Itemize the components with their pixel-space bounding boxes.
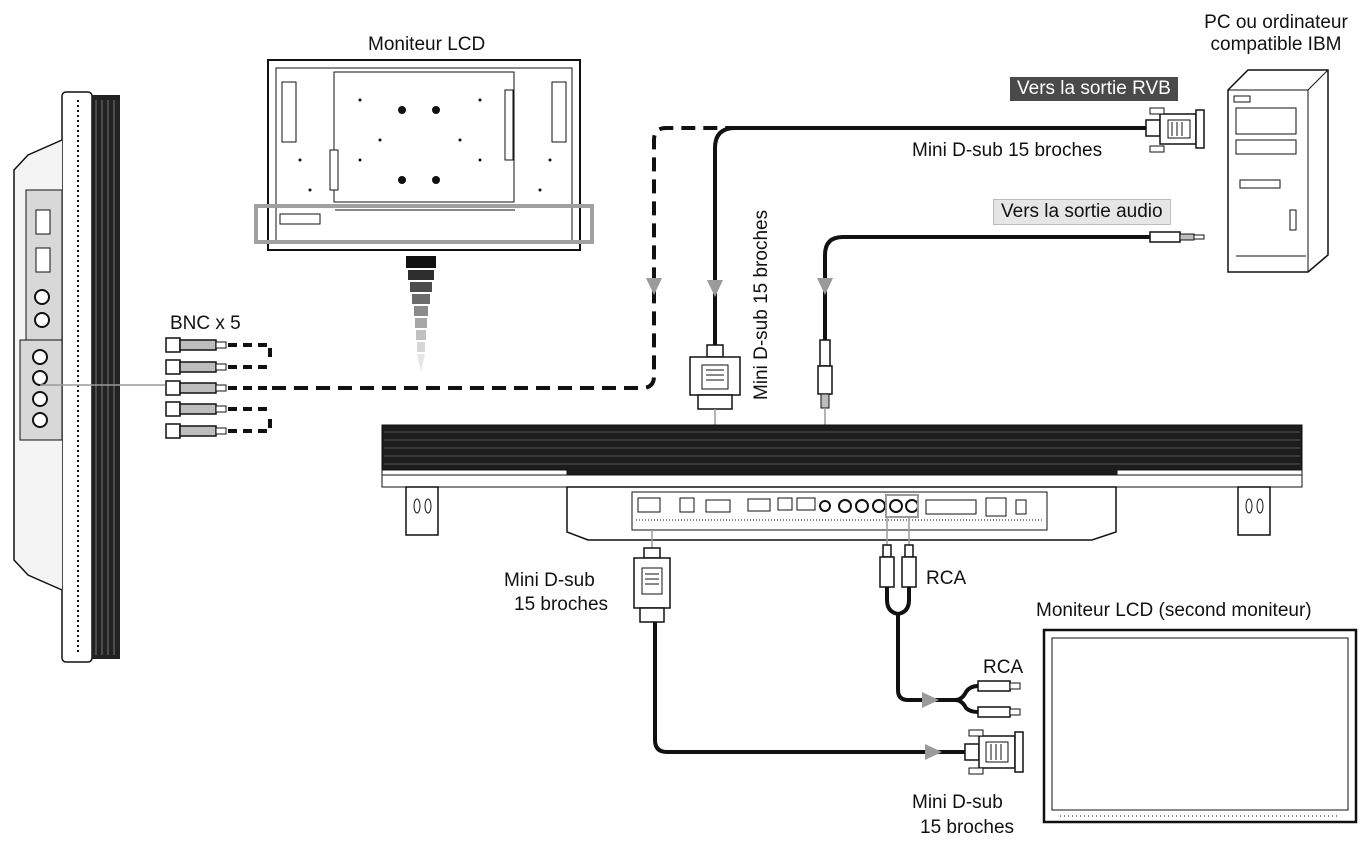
arrow-audio	[817, 278, 833, 295]
vga-cable-pc	[713, 126, 1148, 355]
label-dsub-out-line2: 15 broches	[514, 594, 609, 615]
arrow-vga	[707, 280, 723, 297]
label-dsub-pc: Mini D-sub 15 broches	[912, 140, 1103, 161]
second-monitor	[1042, 628, 1358, 824]
dashed-bnc-cable	[272, 126, 1148, 390]
rca-plugs-second	[954, 680, 1021, 718]
rca-plugs-top	[879, 517, 917, 588]
arrow-bnc	[646, 278, 662, 295]
vga-cable-out	[653, 622, 965, 754]
label-dsub-second-line1: Mini D-sub	[912, 792, 1003, 813]
rca-cable	[885, 587, 955, 702]
label-rgb-out: Vers la sortie RVB	[1010, 77, 1178, 101]
audio-plug-pc	[1149, 231, 1205, 243]
label-rca-second: RCA	[983, 657, 1024, 678]
label-audio-out: Vers la sortie audio	[993, 199, 1171, 225]
audio-cable	[823, 235, 1150, 340]
label-dsub-second-line2: 15 broches	[920, 817, 1015, 838]
label-pc-line1: PC ou ordinateur	[1204, 12, 1348, 33]
monitor-side-view	[13, 91, 165, 663]
monitor-rear-view	[254, 59, 594, 251]
label-rca-top: RCA	[926, 568, 967, 589]
label-dsub-vertical: Mini D-sub 15 broches	[751, 209, 772, 400]
arrow-vga-out	[925, 744, 942, 760]
arrow-rca	[922, 692, 939, 708]
label-bnc: BNC x 5	[170, 313, 241, 334]
dsub-connector-pc	[1145, 107, 1205, 153]
label-pc-line2: compatible IBM	[1210, 34, 1342, 55]
label-second-monitor: Moniteur LCD (second moniteur)	[1036, 600, 1312, 621]
dsub-connector-middle	[689, 344, 741, 505]
dsub-connector-second	[964, 729, 1024, 775]
dsub-connector-out	[633, 530, 671, 623]
zoom-arrow	[406, 256, 436, 372]
main-monitor-bottom	[381, 424, 1303, 541]
bnc-connectors	[165, 337, 272, 439]
pc-tower	[1227, 69, 1329, 273]
label-dsub-out-line1: Mini D-sub	[504, 570, 595, 591]
label-top-monitor: Moniteur LCD	[368, 34, 486, 55]
